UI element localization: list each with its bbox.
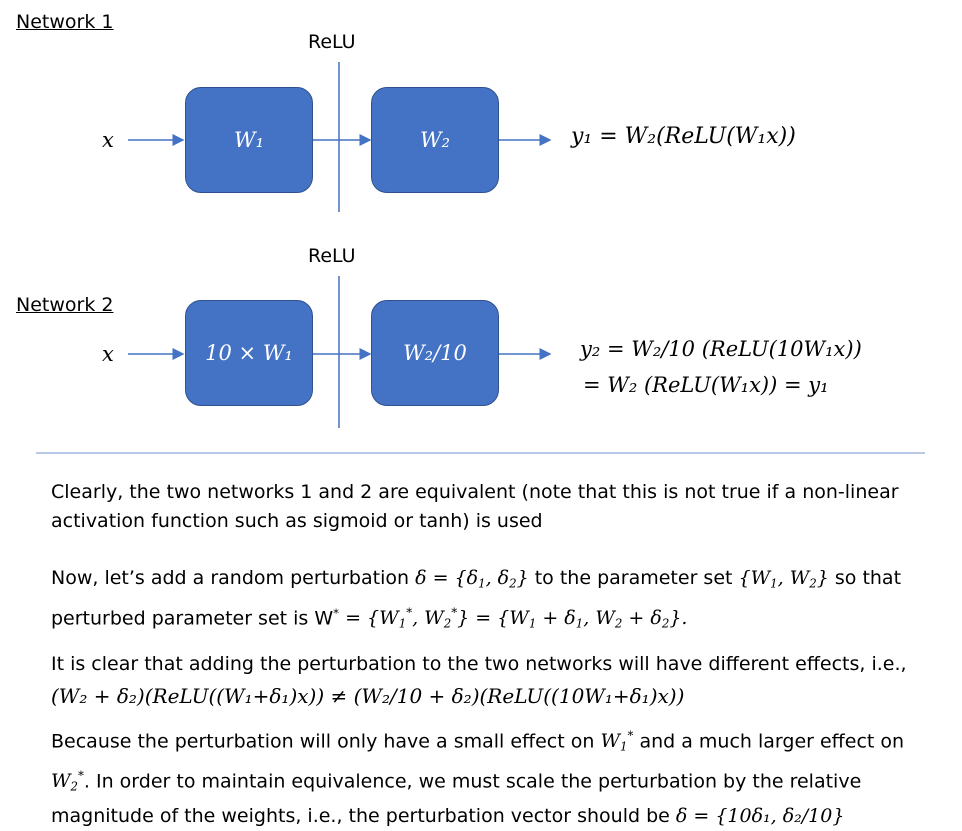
scaling-line-3: magnitude of the weights, i.e., the pert…	[51, 804, 845, 827]
network1-input: x	[102, 128, 114, 152]
scaled-perturbation-vector: δ = {10δ₁, δ₂/10}	[675, 804, 845, 827]
network2-output-line2: = W₂ (ReLU(W₁x)) = y₁	[583, 373, 829, 397]
paragraph-scaling: Because the perturbation will only have …	[51, 722, 941, 831]
network2-heading: Network 2	[16, 294, 114, 316]
network2-input: x	[102, 342, 114, 366]
scaling-line-2: W2*. In order to maintain equivalence, w…	[51, 768, 862, 794]
perturbed-set: = {W1*, W2*} = {W1 + δ1, W2 + δ2}.	[345, 605, 688, 631]
parameter-set: {W1, W2}	[738, 567, 829, 591]
network2-output-line1: y₂ = W₂/10 (ReLU(10W₁x))	[580, 337, 862, 361]
network1-relu-label: ReLU	[308, 31, 356, 53]
scaling-line-1: Because the perturbation will only have …	[51, 729, 905, 754]
network1-output-equation: y₁ = W₂(ReLU(W₁x))	[571, 124, 796, 149]
perturbation-line-1: Now, let’s add a random perturbation δ =…	[51, 567, 902, 591]
inequality-equation: (W₂ + δ₂)(ReLU((W₁+δ₁)x)) ≠ (W₂/10 + δ₂)…	[51, 684, 685, 708]
network2-relu-label: ReLU	[308, 245, 356, 267]
diagram-connectors	[36, 62, 925, 454]
network2-block-w2-over-10: W₂/10	[371, 300, 499, 406]
perturbation-definition: δ = {δ1, δ2}	[415, 567, 529, 591]
paragraph-equivalence: Clearly, the two networks 1 and 2 are eq…	[51, 481, 899, 532]
network2-block-10w1: 10 × W₁	[185, 300, 313, 406]
network1-heading: Network 1	[16, 11, 114, 33]
network1-block-w2: W₂	[371, 87, 499, 193]
paragraph-perturbation: Now, let’s add a random perturbation δ =…	[51, 564, 941, 638]
paragraph-different-effects: It is clear that adding the perturbation…	[51, 653, 907, 675]
network1-block-w1: W₁	[185, 87, 313, 193]
perturbation-line-2: perturbed parameter set is W* = {W1*, W2…	[51, 605, 688, 631]
